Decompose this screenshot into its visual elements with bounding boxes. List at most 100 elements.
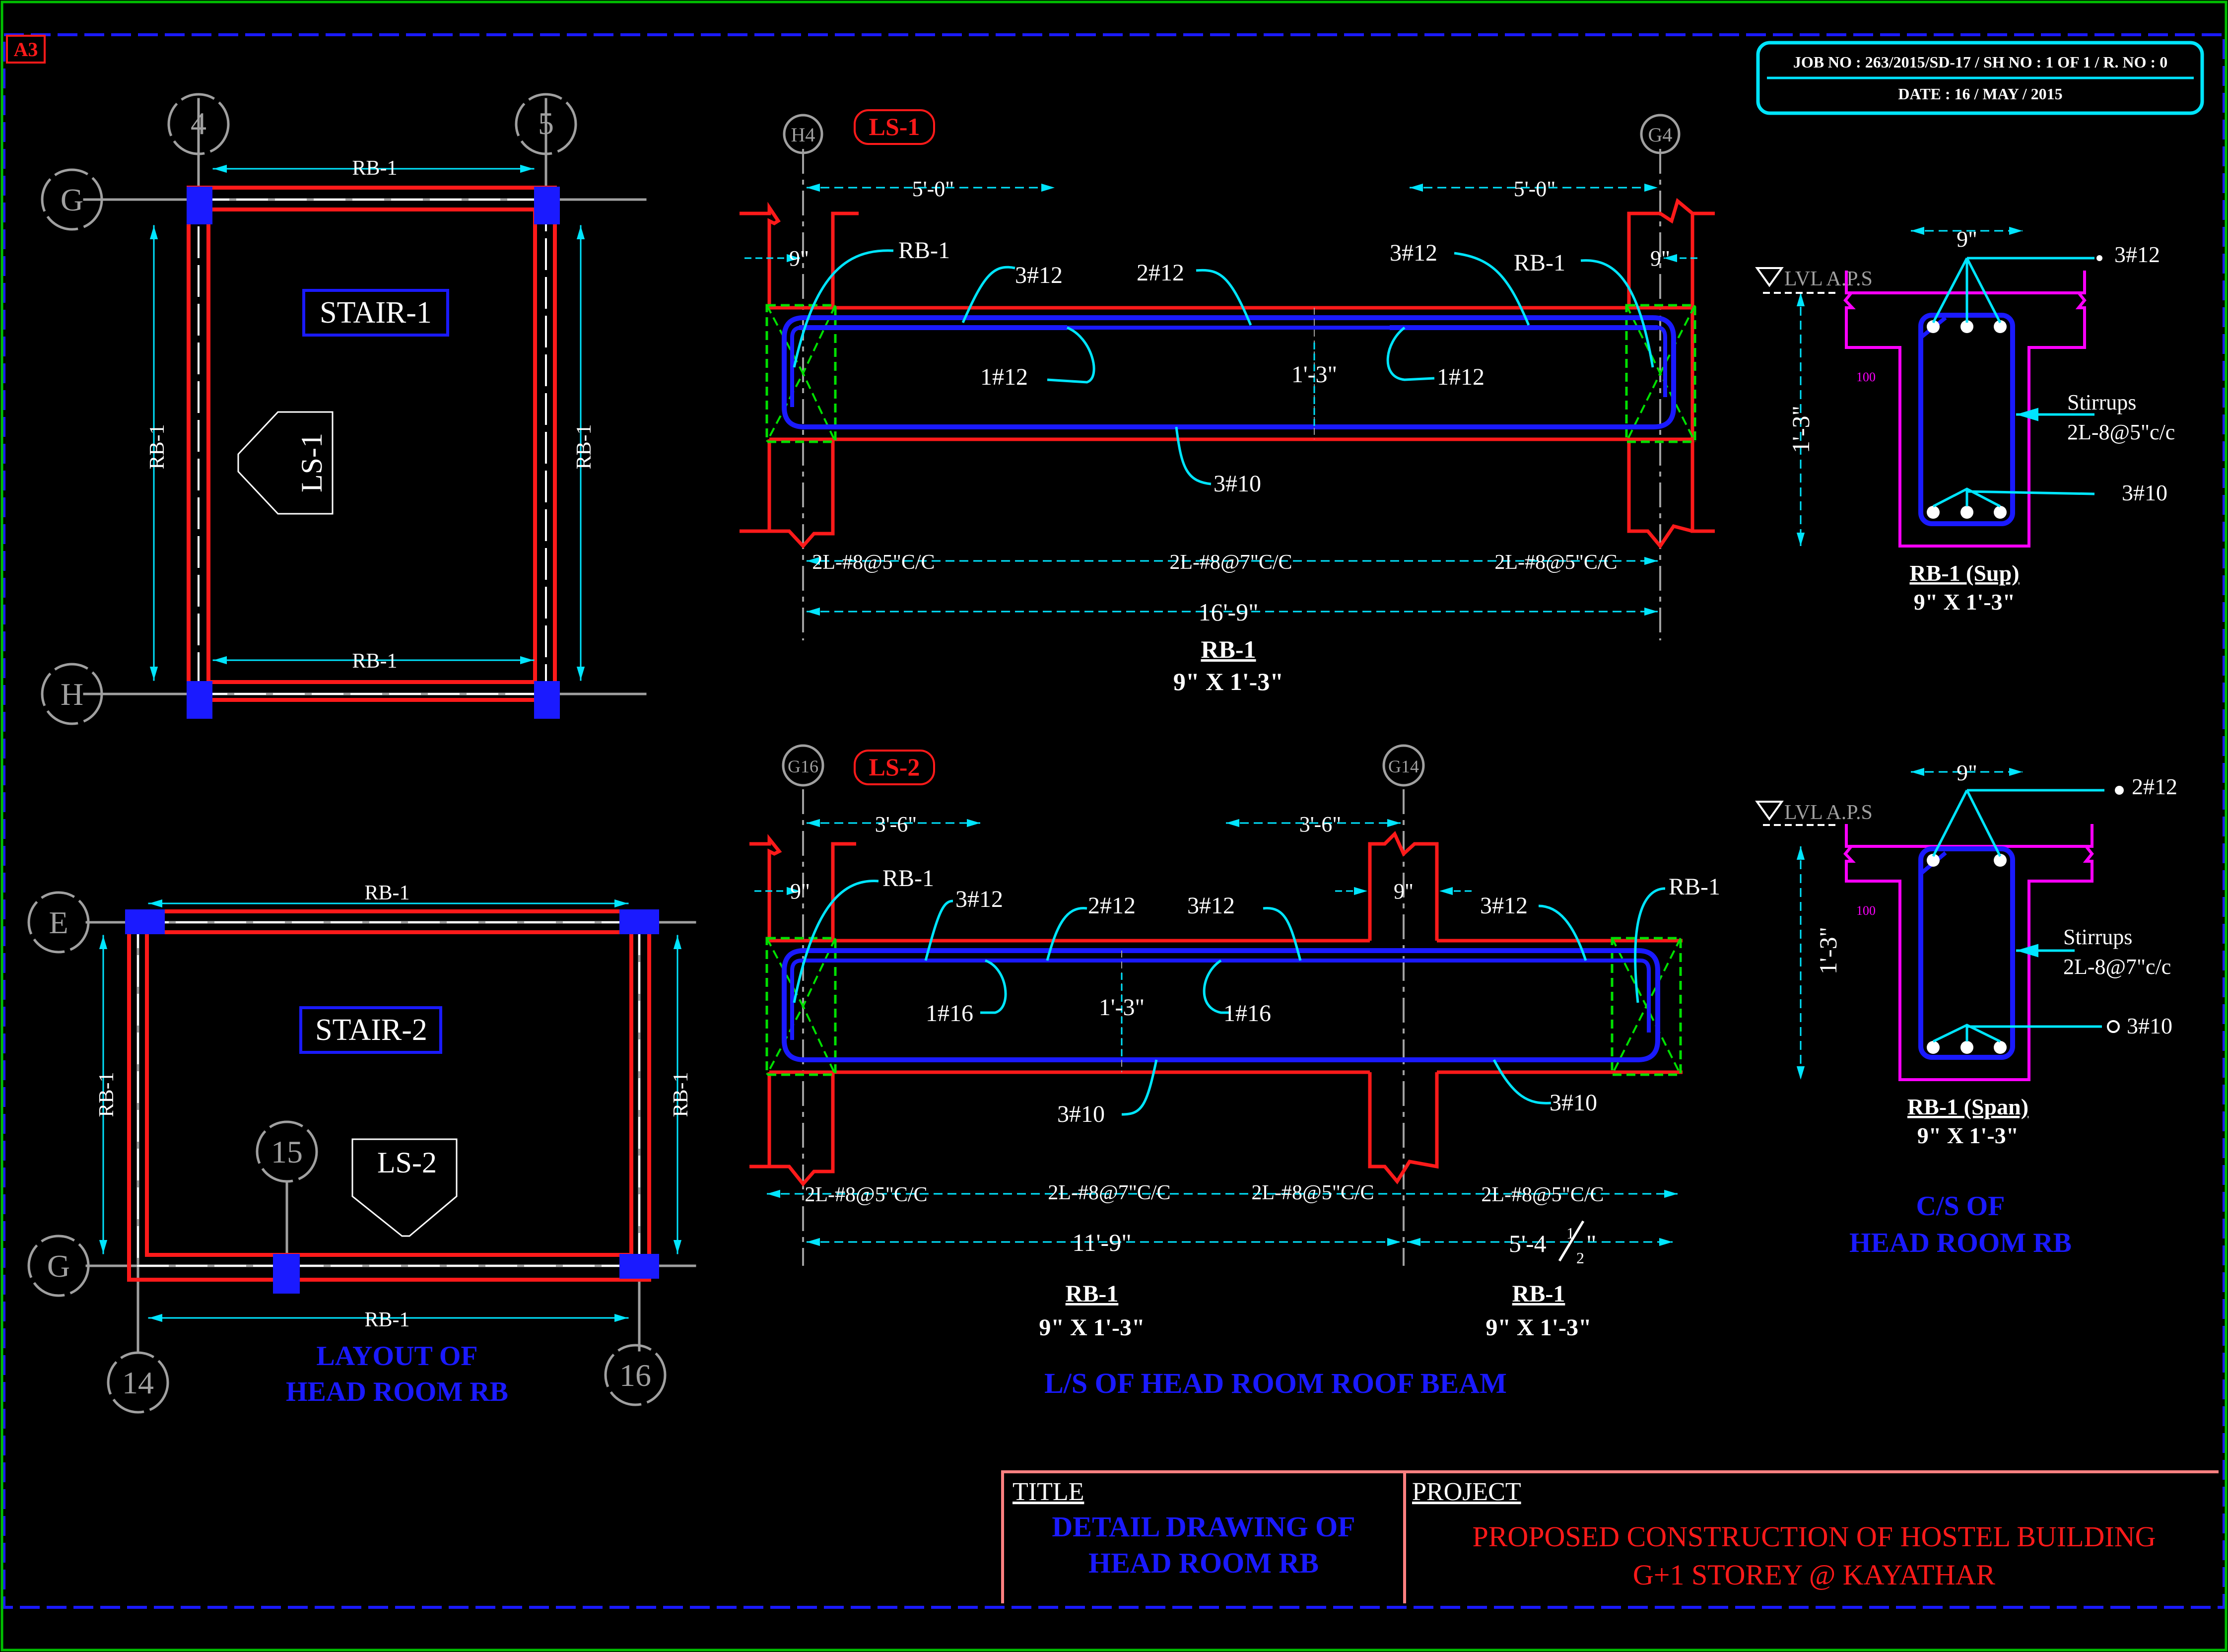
span-dimension: 11'-9": [1072, 1229, 1131, 1256]
rebar-label: 1#16: [1223, 1000, 1271, 1027]
sheet-border-outer: [2, 33, 2226, 1609]
grid-label: G4: [1648, 124, 1673, 146]
grid-bubble: [41, 168, 103, 231]
column: [619, 1254, 659, 1279]
layout-caption: LAYOUT OF: [316, 1341, 477, 1372]
rebar-label: 3#10: [1214, 471, 1261, 497]
rebar-label: 3#12: [1390, 240, 1437, 266]
beam-label: RB-1: [364, 1308, 409, 1331]
level-label: LVL A.P.S: [1784, 801, 1873, 824]
rebar-label: RB-1: [1514, 250, 1565, 276]
stair-1-label: STAIR-1: [320, 296, 432, 330]
grid-label: H: [61, 677, 83, 712]
level-label: LVL A.P.S: [1784, 268, 1873, 290]
cs-caption: C/S OF: [1916, 1191, 2005, 1222]
grid-label: G: [47, 1248, 70, 1284]
grid-label: G16: [788, 757, 818, 776]
rebar-label: 3#12: [2114, 242, 2160, 267]
job-number: JOB NO : 263/2015/SD-17 / SH NO : 1 OF 1…: [1793, 53, 2167, 71]
grid-bubble: [515, 93, 577, 155]
beam-size: 9" X 1'-3": [1485, 1314, 1591, 1341]
dimension: 9": [1650, 246, 1670, 271]
grid-bubble: [167, 93, 230, 155]
section-name: RB-1 (Sup): [1909, 560, 2019, 586]
ls-caption: L/S OF HEAD ROOM ROOF BEAM: [1044, 1367, 1507, 1399]
rebar-label: 3#12: [1187, 893, 1235, 919]
dimension: 3'-6": [875, 812, 917, 836]
beam-name: RB-1: [1066, 1281, 1119, 1307]
grid-bubble: [783, 114, 823, 154]
inch-mark: ": [1586, 1230, 1596, 1257]
section-size: 9" X 1'-3": [1917, 1123, 2019, 1148]
beam-label: RB-1: [95, 1072, 118, 1117]
rebar-label: 2#12: [2132, 774, 2177, 799]
stair-2-label: STAIR-2: [315, 1013, 427, 1047]
dimension: 1'-3": [1291, 361, 1337, 388]
drawing-date: DATE : 16 / MAY / 2015: [1898, 85, 2062, 103]
rebar-label: RB-1: [898, 237, 950, 264]
ls-2-tag-box: [854, 750, 935, 785]
ls-2-tag: LS-2: [869, 753, 920, 781]
dimension: 9": [1394, 879, 1414, 903]
grid-bubble: [27, 1235, 90, 1297]
grid-label: H4: [791, 124, 815, 146]
grid-bubble: [41, 663, 103, 725]
dimension: 9": [790, 879, 810, 903]
grid-bubble: [256, 1120, 318, 1183]
ls-2-section: [749, 789, 1683, 1266]
grid-bubble: [604, 1344, 667, 1406]
ls-1-marker: LS-1: [295, 433, 328, 492]
column: [187, 187, 212, 224]
ls-1-tag: LS-1: [869, 113, 920, 140]
column: [125, 909, 165, 934]
cs-span: [1755, 767, 2124, 1081]
dimension: 5'-0": [1514, 177, 1556, 201]
layout-stair-2: [85, 899, 696, 1352]
rebar-label: 3#10: [1057, 1101, 1105, 1127]
rebar-label: 3#10: [2127, 1013, 2172, 1038]
grid-label: G14: [1388, 757, 1419, 776]
dimension: 3'-6": [1299, 812, 1342, 836]
title-block: [1001, 1470, 2219, 1603]
rebar-label: 1#16: [926, 1000, 973, 1027]
beam-label: RB-1: [352, 650, 397, 673]
beam-name: RB-1: [1201, 635, 1256, 663]
stirrup-label: 2L-#8@5"C/C: [1481, 1183, 1604, 1206]
fraction-denominator: 2: [1576, 1249, 1584, 1267]
grid-bubble: [1640, 114, 1681, 154]
rebar-label: 3#10: [1550, 1090, 1597, 1116]
cs-support: [1755, 226, 2102, 548]
beam-label: RB-1: [146, 424, 169, 469]
rebar-label: 3#12: [1015, 262, 1063, 288]
ls-2-marker: LS-2: [377, 1146, 437, 1179]
grid-bubble: [27, 891, 90, 954]
project-label: PROJECT: [1412, 1478, 1521, 1506]
ls-1-section: [740, 149, 1715, 640]
project-name: G+1 STOREY @ KAYATHAR: [1633, 1559, 1995, 1591]
size-tag-box: [6, 35, 46, 64]
rebar-label: 2#12: [1137, 260, 1184, 286]
column: [534, 187, 560, 224]
section-width: 9": [1957, 226, 1977, 252]
size-tag: A3: [14, 38, 38, 61]
grid-label: 4: [191, 106, 206, 141]
stirrup-label: 2L-#8@5"C/C: [1251, 1181, 1374, 1204]
grid-label: 5: [538, 106, 554, 141]
grid-label: G: [61, 182, 83, 217]
rebar-label: RB-1: [1669, 874, 1720, 900]
section-size: 9" X 1'-3": [1914, 589, 2015, 615]
stirrup-label: 2L-8@5"c/c: [2067, 420, 2175, 444]
dimension: 5'-0": [912, 177, 954, 201]
grid-bubble: [107, 1351, 169, 1414]
rebar-label: 2#12: [1088, 893, 1136, 919]
grid-label: 16: [619, 1358, 651, 1393]
ls-1-tag-box: [854, 109, 935, 145]
grid-bubble: [1382, 744, 1425, 787]
project-name: PROPOSED CONSTRUCTION OF HOSTEL BUILDING: [1472, 1520, 2156, 1553]
stirrup-label: Stirrups: [2067, 390, 2136, 414]
slab-thickness: 100: [1856, 370, 1876, 384]
rebar-label: 3#12: [1480, 893, 1528, 919]
title-label: TITLE: [1013, 1478, 1084, 1506]
